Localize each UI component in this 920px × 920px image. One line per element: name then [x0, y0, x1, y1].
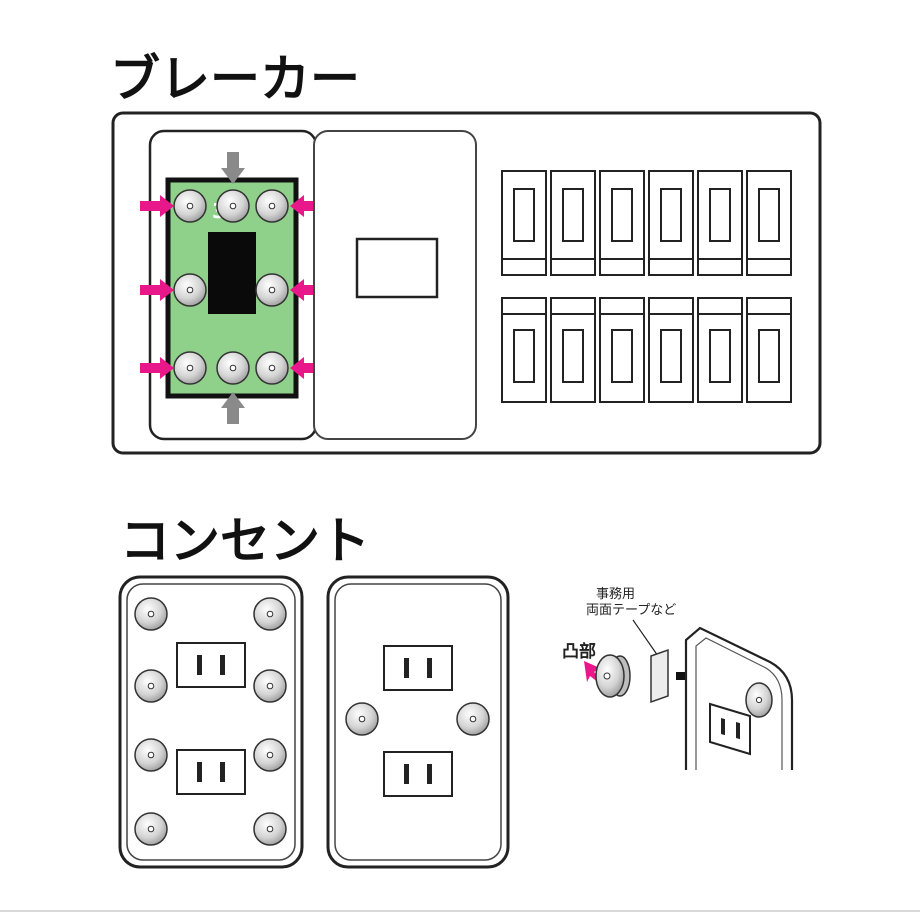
- breaker-window: [208, 232, 256, 314]
- breaker-switch: [501, 297, 547, 403]
- magnet-dot: [253, 669, 287, 703]
- magnet-dot: [134, 597, 168, 631]
- magnet-dot: [255, 189, 289, 223]
- breaker-switch: [697, 297, 743, 403]
- magnet-dot: [255, 273, 289, 307]
- wall-outlet-perspective: [684, 626, 794, 770]
- breaker-switch: [746, 170, 792, 276]
- magnet-dot: [345, 702, 379, 736]
- breaker-switch: [599, 297, 645, 403]
- breaker-switch: [648, 297, 694, 403]
- outlet-socket: [383, 645, 453, 691]
- breaker-switch: [648, 170, 694, 276]
- main-breaker-cover: [313, 130, 477, 440]
- outlet-socket: [709, 702, 751, 756]
- protrusion-label: 凸部: [562, 641, 596, 662]
- breaker-panel: 3: [111, 111, 822, 455]
- magnet-dot: [253, 738, 287, 772]
- outlet-socket: [176, 642, 246, 688]
- breaker-section-title: ブレーカー: [110, 50, 360, 108]
- outlet-plate-eight-magnets: [118, 575, 304, 869]
- magnet-dot: [745, 682, 773, 718]
- main-breaker-window: [355, 237, 439, 299]
- breaker-switch: [599, 170, 645, 276]
- magnet-dot: [253, 812, 287, 846]
- breaker-switch: [746, 297, 792, 403]
- tape-label-line1: 事務用: [596, 587, 635, 602]
- magnet-dot: [253, 597, 287, 631]
- magnet-dot: [134, 738, 168, 772]
- magnet-side-view: [595, 654, 631, 698]
- breaker-switch: [550, 297, 596, 403]
- magnet-dot: [173, 273, 207, 307]
- double-sided-tape: [650, 648, 669, 704]
- magnet-dot: [134, 812, 168, 846]
- breaker-switch: [697, 170, 743, 276]
- magnet-dot: [173, 351, 207, 385]
- outlet-plate-two-magnets: [326, 575, 510, 869]
- mounting-detail: 事務用 両面テープなど 凸部: [562, 587, 794, 770]
- breaker-switch: [550, 170, 596, 276]
- outlet-section-title: コンセント: [120, 512, 370, 570]
- outlet-socket: [176, 749, 246, 795]
- magnet-dot: [216, 351, 250, 385]
- magnet-dot: [456, 702, 490, 736]
- magnet-dot: [173, 189, 207, 223]
- breaker-switch: [501, 170, 547, 276]
- magnet-dot: [216, 189, 250, 223]
- breaker-cover-with-plate: 3: [140, 129, 324, 441]
- magnet-dot: [255, 351, 289, 385]
- outlet-socket: [383, 751, 453, 797]
- magnet-dot: [134, 669, 168, 703]
- leader-line: [632, 619, 659, 657]
- bottom-divider: [0, 910, 920, 912]
- tape-label-line2: 両面テープなど: [586, 603, 676, 618]
